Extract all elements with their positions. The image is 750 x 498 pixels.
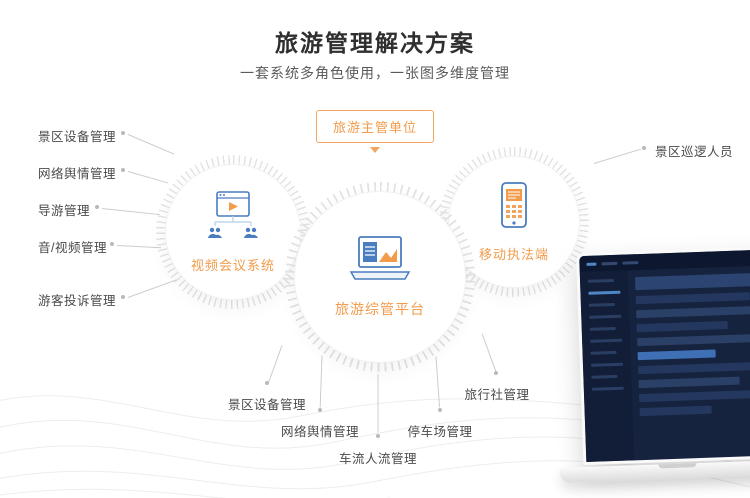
left-item-scenic-equipment: 景区设备管理 (38, 130, 117, 144)
connector-dot (265, 381, 269, 385)
bottom-item-scenic-equipment: 景区设备管理 (227, 398, 306, 412)
connector-line (481, 333, 497, 374)
left-item-tourist-complaint: 游客投诉管理 (38, 294, 117, 308)
right-item-patrol-staff: 景区巡逻人员 (655, 145, 734, 159)
connector-dot (494, 371, 498, 375)
connector-line (127, 134, 175, 155)
dashboard-screen (576, 246, 750, 466)
connector-dot (95, 205, 99, 209)
connector-line (435, 356, 441, 408)
connector-dot (121, 131, 125, 135)
bottom-item-travel-agency: 旅行社管理 (464, 388, 530, 402)
page-subtitle: 一套系统多角色使用，一张图多维度管理 (240, 65, 510, 81)
video-conference-icon (205, 190, 261, 246)
mobile-enforcement-label: 移动执法端 (478, 246, 549, 262)
connector-line (101, 208, 160, 216)
laptop-chart-icon (347, 235, 413, 290)
left-item-guide-management: 导游管理 (38, 204, 91, 218)
page-title: 旅游管理解决方案 (275, 30, 475, 56)
bottom-item-traffic-flow: 车流人流管理 (338, 452, 417, 466)
connector-line (319, 355, 323, 408)
mobile-enforcement-icon (492, 181, 536, 235)
dashboard-content (628, 265, 750, 460)
connector-line (593, 148, 642, 164)
video-conference-label: 视频会议系统 (190, 257, 275, 273)
left-item-network-opinion: 网络舆情管理 (38, 167, 117, 181)
authority-badge: 旅游主管单位 (315, 110, 435, 143)
connector-dot (121, 295, 125, 299)
connector-line (127, 171, 169, 184)
connector-dot (376, 434, 380, 438)
bottom-item-parking: 停车场管理 (407, 425, 473, 439)
dashboard-sidebar (579, 270, 635, 463)
platform-circle: 旅游综管平台 (285, 182, 475, 372)
video-conference-circle: 视频会议系统 (156, 155, 310, 309)
left-item-audio-video: 音/视频管理 (38, 241, 107, 255)
connector-dot (642, 146, 646, 150)
bottom-item-network-opinion: 网络舆情管理 (280, 425, 359, 439)
connector-dot (438, 408, 442, 412)
connector-line (267, 345, 283, 384)
laptop-mockup (552, 246, 750, 483)
down-arrow-icon (370, 147, 380, 153)
platform-label: 旅游综管平台 (335, 301, 425, 317)
connector-line (377, 374, 379, 433)
connector-dot (318, 408, 322, 412)
connector-dot (110, 242, 114, 246)
connector-line (127, 279, 178, 298)
connector-line (116, 245, 161, 249)
connector-dot (121, 168, 125, 172)
